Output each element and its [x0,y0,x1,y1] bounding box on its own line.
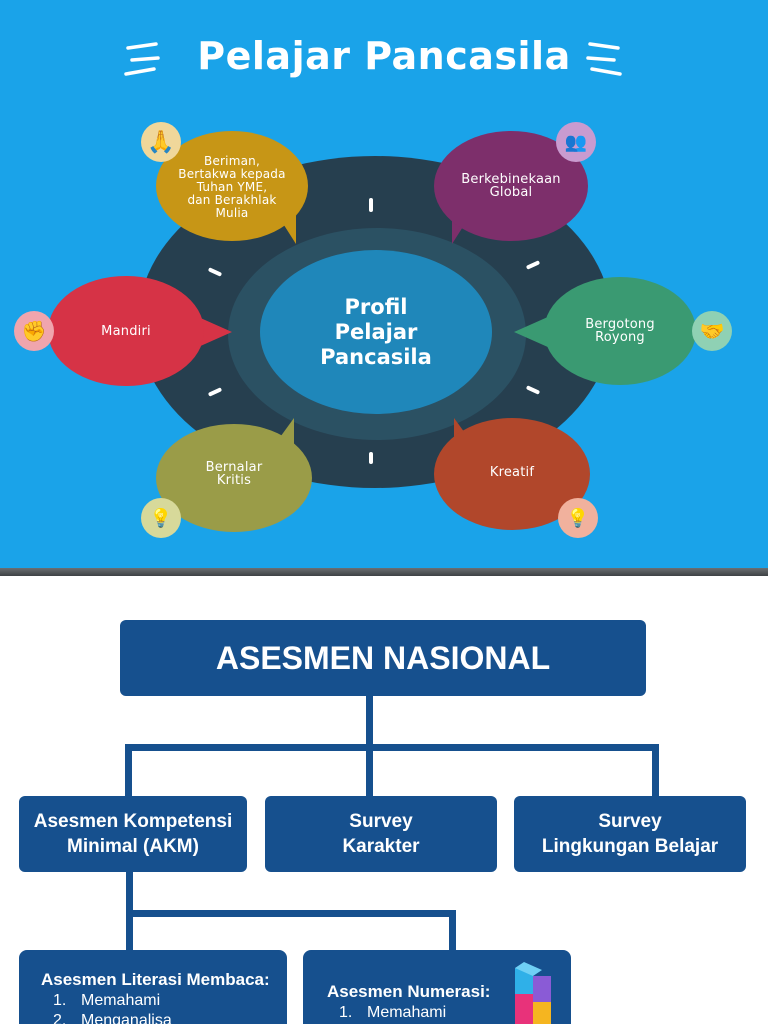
thinking-person-icon: 💡 [141,498,181,538]
connector-line [449,910,456,952]
bubble-bergotong-royong: Bergotong Royong [544,277,696,385]
bubble-label: Bergotong Royong [585,317,655,345]
sub-box-title: Asesmen Literasi Membaca: [41,970,270,989]
list-text: Memahami [367,1004,447,1021]
page-title: Pelajar Pancasila [197,34,571,78]
list-number: 1. [53,992,67,1009]
connector-line [366,694,373,748]
box-title: ASESMEN NASIONAL [215,640,551,676]
bubble-berkebinekaan: Berkebinekaan Global [434,131,588,241]
raised-fist-icon: ✊ [14,311,54,351]
diverse-people-icon: 👥 [556,122,596,162]
box-label: Survey Karakter [342,811,420,857]
pelajar-pancasila-panel: Pelajar Pancasila Profil Pelajar Pancasi… [0,0,768,568]
list-text: Memahami [81,992,161,1009]
ring-tick [369,452,373,464]
asesmen-nasional-box: ASESMEN NASIONAL [120,620,646,696]
bubble-label: Kreatif [489,464,535,480]
joined-hands-icon: 🤝 [692,311,732,351]
literasi-membaca-box: Asesmen Literasi Membaca: 1. Memahami 2. M… [19,950,287,1024]
blocks-icon [515,962,551,1024]
praying-hands-icon: 🙏 [141,122,181,162]
list-item: 1. Memahami [327,1004,571,1022]
connector-line [126,910,456,917]
bubble-bernalar-kritis: Bernalar Kritis [156,424,312,532]
list-item: 2. Menganalisa [41,1012,287,1024]
bubble-beriman: Beriman, Bertakwa kepada Tuhan YME, dan … [156,131,308,241]
list-text: Menganalisa [81,1012,172,1024]
center-circle: Profil Pelajar Pancasila [260,250,492,414]
connector-line [366,744,373,798]
section-divider [0,568,768,576]
connector-line [652,744,659,798]
list-number: 1. [339,1004,353,1021]
box-label: Survey Lingkungan Belajar [541,811,719,857]
list-item: 1. Memahami [41,992,287,1010]
ring-tick [369,198,373,212]
center-label: Profil Pelajar Pancasila [320,294,432,369]
decorative-lines-icon [124,42,160,76]
akm-box: Asesmen Kompetensi Minimal (AKM) [19,796,247,872]
survey-karakter-box: Survey Karakter [265,796,497,872]
decorative-lines-icon [586,42,622,76]
numerasi-box: Asesmen Numerasi: 1. Memahami [303,950,571,1024]
box-label: Asesmen Kompetensi Minimal (AKM) [33,811,233,857]
lightbulb-icon: 💡 [558,498,598,538]
bubble-label: Bernalar Kritis [205,460,263,488]
list-number: 2. [53,1012,67,1024]
connector-line [125,744,132,798]
survey-lingkungan-belajar-box: Survey Lingkungan Belajar [514,796,746,872]
bubble-label: Berkebinekaan Global [461,172,561,200]
connector-line [125,744,659,751]
bubble-mandiri: Mandiri [48,276,204,386]
bubble-label: Beriman, Bertakwa kepada Tuhan YME, dan … [178,153,286,220]
sub-box-title: Asesmen Numerasi: [327,982,491,1001]
bubble-label: Mandiri [101,323,151,339]
